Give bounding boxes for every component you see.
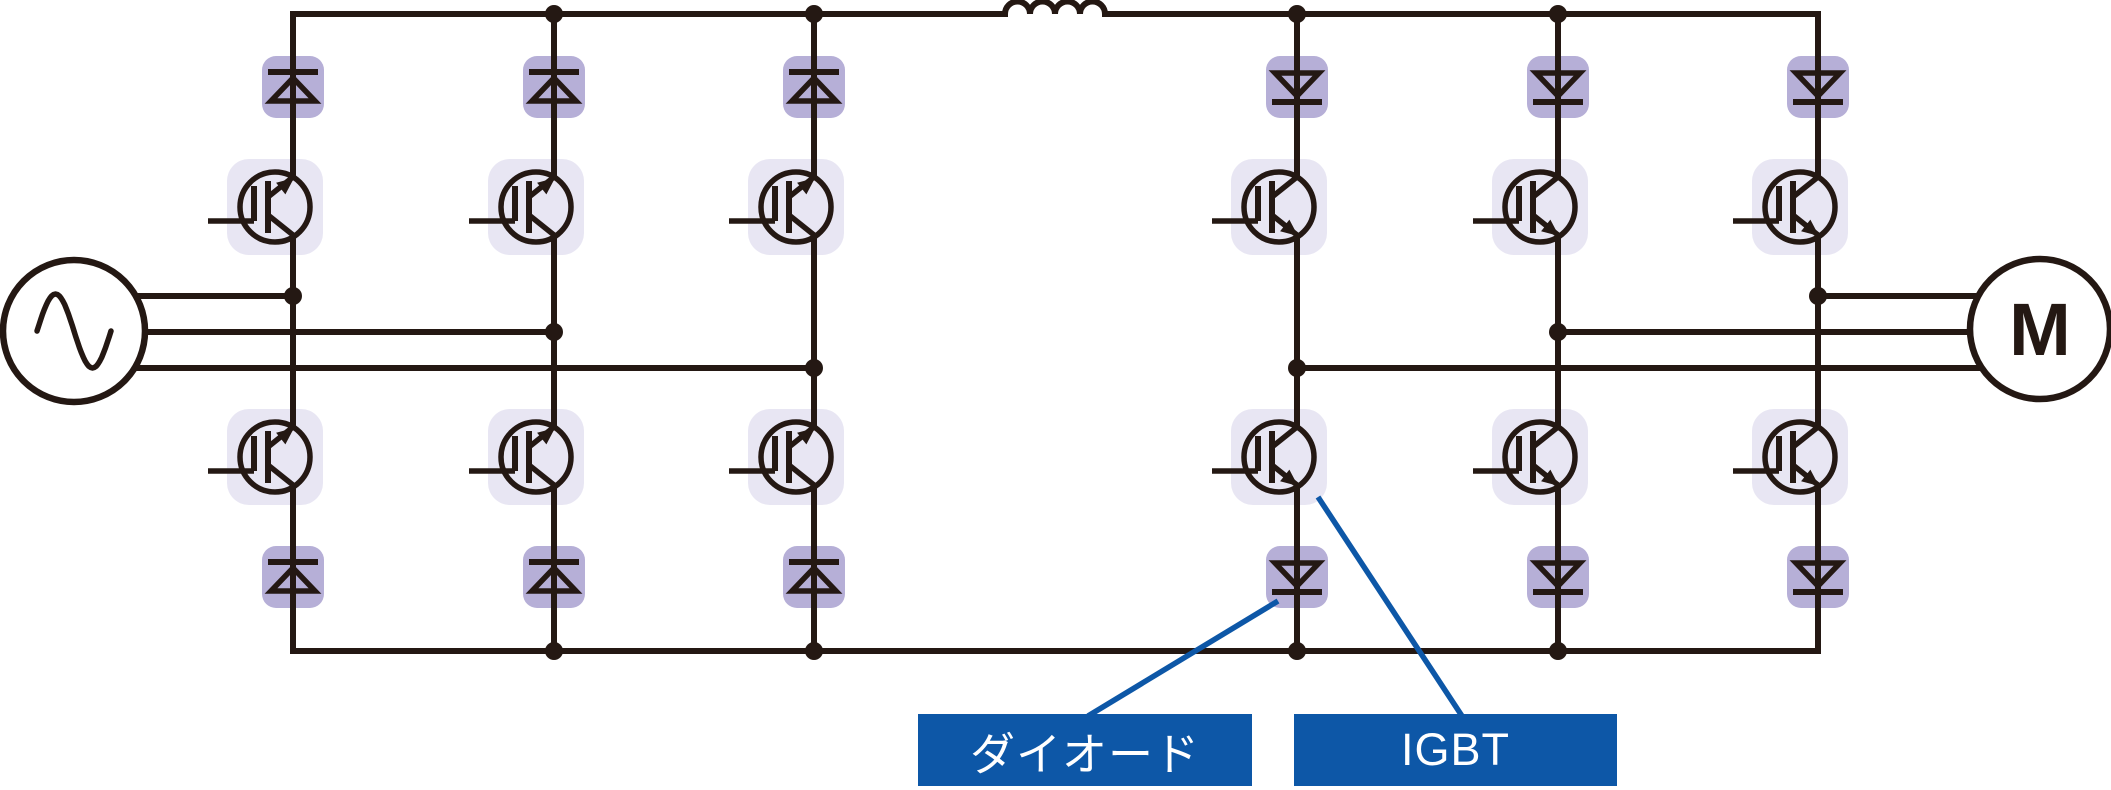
rectifier-igbt-emitter-diag <box>527 462 556 488</box>
junction-dots-layer <box>284 5 1827 660</box>
rectifier-igbt-arrowhead <box>276 178 294 195</box>
inverter-igbt-arrowhead <box>1541 469 1559 486</box>
rectifier-igbt-circle <box>237 169 313 245</box>
junction-dot <box>1288 5 1306 23</box>
igbt-leader-line <box>1315 495 1465 718</box>
sine-wave-icon <box>34 291 114 371</box>
inverter-igbt-collector-diag <box>1791 424 1820 450</box>
device-symbols-layer <box>208 69 1847 595</box>
junction-dot <box>1809 287 1827 305</box>
rectifier-igbt-emitter-diag <box>266 212 295 238</box>
junction-dot <box>1549 5 1567 23</box>
inverter-igbt-arrowhead <box>1280 469 1298 486</box>
diode-callout-box: ダイオード <box>918 714 1252 786</box>
junction-dot <box>1549 642 1567 660</box>
junction-dot <box>545 5 563 23</box>
rectifier-diode-triangle <box>525 74 583 104</box>
rectifier-igbt-arrowhead <box>537 428 555 445</box>
inverter-igbt-collector-diag <box>1270 174 1299 200</box>
rectifier-igbt-circle <box>758 419 834 495</box>
inverter-igbt-circle <box>1502 419 1578 495</box>
inverter-igbt-collector-diag <box>1791 174 1820 200</box>
rectifier-igbt-circle <box>237 419 313 495</box>
rectifier-igbt-circle <box>498 419 574 495</box>
inverter-diode-triangle <box>1268 70 1326 100</box>
inverter-igbt-arrowhead <box>1801 469 1819 486</box>
junction-dot <box>805 5 823 23</box>
junction-dot <box>805 642 823 660</box>
rectifier-igbt-emitter-diag <box>266 462 295 488</box>
rectifier-igbt-arrowhead <box>537 178 555 195</box>
inverter-igbt-arrowhead <box>1801 219 1819 236</box>
inverter-igbt-arrowhead <box>1541 219 1559 236</box>
inverter-igbt-circle <box>1762 169 1838 245</box>
rectifier-diode-triangle <box>525 564 583 594</box>
motor-letter: M <box>2009 288 2071 371</box>
rectifier-igbt-circle <box>498 169 574 245</box>
terminals-layer: M <box>0 255 2111 406</box>
rectifier-diode-triangle <box>785 74 843 104</box>
rectifier-igbt-circle <box>758 169 834 245</box>
rectifier-diode-triangle <box>264 564 322 594</box>
rectifier-igbt-arrowhead <box>276 428 294 445</box>
igbt-callout-box: IGBT <box>1294 714 1617 786</box>
rectifier-igbt-arrowhead <box>797 178 815 195</box>
inverter-igbt-collector-diag <box>1531 424 1560 450</box>
inverter-igbt-circle <box>1241 419 1317 495</box>
igbt-callout-label: IGBT <box>1400 724 1510 775</box>
rectifier-igbt-arrowhead <box>797 428 815 445</box>
callout-lines-layer <box>1086 495 1465 719</box>
wires-layer <box>74 0 2040 654</box>
inverter-diode-triangle <box>1529 560 1587 590</box>
junction-dot <box>284 287 302 305</box>
inverter-diode-triangle <box>1268 560 1326 590</box>
motor-circle <box>1966 255 2111 403</box>
top-rail-with-inductor <box>290 0 1821 17</box>
inverter-igbt-collector-diag <box>1270 424 1299 450</box>
diode-callout-label: ダイオード <box>969 728 1200 780</box>
junction-dot <box>805 359 823 377</box>
inverter-igbt-circle <box>1502 169 1578 245</box>
rectifier-diode-triangle <box>785 564 843 594</box>
rectifier-igbt-emitter-diag <box>787 212 816 238</box>
inverter-diode-triangle <box>1529 70 1587 100</box>
inverter-igbt-arrowhead <box>1280 219 1298 236</box>
junction-dot <box>1288 642 1306 660</box>
rectifier-diode-triangle <box>264 74 322 104</box>
inverter-diode-triangle <box>1789 560 1847 590</box>
junction-dot <box>545 642 563 660</box>
inverter-igbt-collector-diag <box>1531 174 1560 200</box>
rectifier-igbt-emitter-diag <box>527 212 556 238</box>
inverter-diode-triangle <box>1789 70 1847 100</box>
junction-dot <box>1288 359 1306 377</box>
junction-dot <box>1549 323 1567 341</box>
junction-dot <box>545 323 563 341</box>
inverter-igbt-circle <box>1241 169 1317 245</box>
inverter-igbt-circle <box>1762 419 1838 495</box>
rectifier-igbt-emitter-diag <box>787 462 816 488</box>
diode-leader-line <box>1086 598 1280 719</box>
